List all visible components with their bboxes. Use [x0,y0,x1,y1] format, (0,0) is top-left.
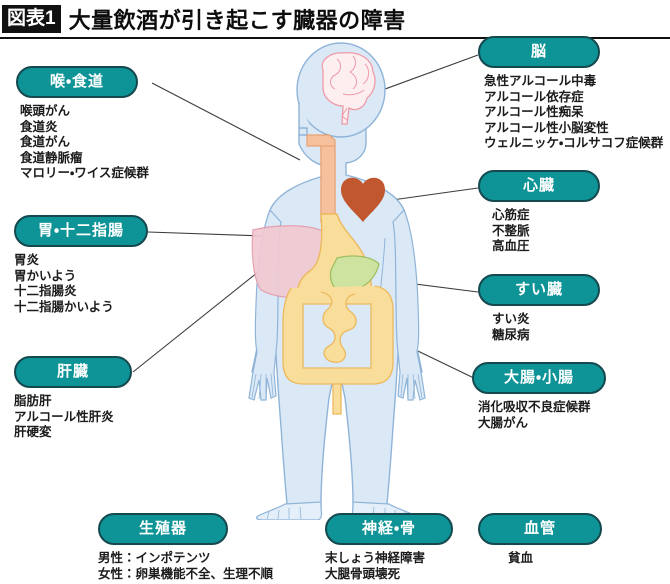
header-divider [0,37,670,39]
list-item: 消化吸収不良症候群 [478,400,591,414]
list-item: 急性アルコール中毒 [484,74,597,88]
list-item: 不整脈 [492,223,530,238]
callout-blood-vessels: 血管 貧血 [478,513,602,567]
esophagus-organ [306,134,336,223]
human-body-diagram [225,42,455,520]
callout-pancreas: すい臓 すい炎 糖尿病 [478,274,600,343]
list-item: 末しょう神経障害 [325,551,426,565]
list-item: 高血圧 [492,239,530,253]
item-list-brain: 急性アルコール中毒 アルコール依存症 アルコール性痴呆 アルコール性小脳変性 ウ… [478,74,663,152]
pill-label-throat-esophagus[interactable]: 喉・食道 [16,66,138,98]
pill-label-stomach-duodenum[interactable]: 胃・十二指腸 [14,215,148,247]
pill-label-brain[interactable]: 脳 [478,36,600,68]
pill-label-heart[interactable]: 心臓 [478,170,600,202]
list-item: 食道がん [20,135,71,149]
pill-label-pancreas[interactable]: すい臓 [478,274,600,306]
item-list-stomach-duodenum: 胃炎 胃かいよう 十二指腸炎 十二指腸かいよう [14,253,148,315]
list-item: すい炎 [492,312,530,326]
list-item: 十二指腸かいよう [14,299,114,314]
callout-reproductive: 生殖器 男性：インポテンツ 女性：卵巣機能不全、生理不順 [98,513,273,582]
list-item: 肝硬変 [14,425,52,439]
pill-label-liver[interactable]: 肝臓 [14,356,132,388]
item-list-blood-vessels: 貧血 [478,551,602,567]
list-item: 大腿骨頭壊死 [325,566,401,581]
list-item: マロリー・ワイス症候群 [20,166,149,180]
list-item: 脂肪肝 [14,394,52,408]
list-item: 貧血 [508,551,534,565]
list-item: 心筋症 [492,208,530,222]
list-item: 十二指腸炎 [14,284,77,298]
heart-organ [341,177,385,222]
list-item: 胃炎 [14,253,40,267]
page-title: 大量飲酒が引き起こす臓器の障害 [68,8,406,33]
list-item: 喉頭がん [20,104,71,118]
list-item: 食道静脈瘤 [20,150,83,165]
list-item: ウェルニッケ・コルサコフ症候群 [484,136,664,150]
item-list-nerves-bones: 末しょう神経障害 大腿骨頭壊死 [325,551,453,582]
list-item: 糖尿病 [492,327,530,342]
item-list-pancreas: すい炎 糖尿病 [478,312,600,343]
list-item: 食道炎 [20,119,58,134]
list-item: アルコール性肝炎 [14,409,114,424]
callout-throat-esophagus: 喉・食道 喉頭がん 食道炎 食道がん 食道静脈瘤 マロリー・ワイス症候群 [16,66,149,182]
list-item: アルコール依存症 [484,89,584,104]
intestines-organ [282,285,394,415]
list-item: アルコール性痴呆 [484,105,584,119]
item-list-reproductive: 男性：インポテンツ 女性：卵巣機能不全、生理不順 [98,551,273,582]
list-item: 胃かいよう [14,268,77,283]
figure-number-badge: 図表1 [2,5,61,33]
pill-label-reproductive[interactable]: 生殖器 [98,513,228,545]
pancreas-organ [329,255,380,293]
pill-label-intestines[interactable]: 大腸・小腸 [472,362,606,394]
item-list-heart: 心筋症 不整脈 高血圧 [478,208,600,255]
callout-brain: 脳 急性アルコール中毒 アルコール依存症 アルコール性痴呆 アルコール性小脳変性… [478,36,663,152]
callout-heart: 心臓 心筋症 不整脈 高血圧 [478,170,600,255]
callout-intestines: 大腸・小腸 消化吸収不良症候群 大腸がん [472,362,606,431]
pill-label-blood-vessels[interactable]: 血管 [478,513,602,545]
item-list-throat-esophagus: 喉頭がん 食道炎 食道がん 食道静脈瘤 マロリー・ワイス症候群 [16,104,149,182]
callout-nerves-bones: 神経・骨 末しょう神経障害 大腿骨頭壊死 [325,513,453,582]
list-item: アルコール性小脳変性 [484,120,609,135]
figure-header: 図表1 大量飲酒が引き起こす臓器の障害 [0,0,670,38]
list-item: 女性：卵巣機能不全、生理不順 [98,566,274,581]
callout-liver: 肝臓 脂肪肝 アルコール性肝炎 肝硬変 [14,356,132,441]
list-item: 男性：インポテンツ [98,551,211,565]
list-item: 大腸がん [478,415,529,430]
callout-stomach-duodenum: 胃・十二指腸 胃炎 胃かいよう 十二指腸炎 十二指腸かいよう [14,215,148,315]
brain-organ [321,52,376,125]
item-list-intestines: 消化吸収不良症候群 大腸がん [472,400,606,431]
item-list-liver: 脂肪肝 アルコール性肝炎 肝硬変 [14,394,132,441]
pill-label-nerves-bones[interactable]: 神経・骨 [325,513,453,545]
